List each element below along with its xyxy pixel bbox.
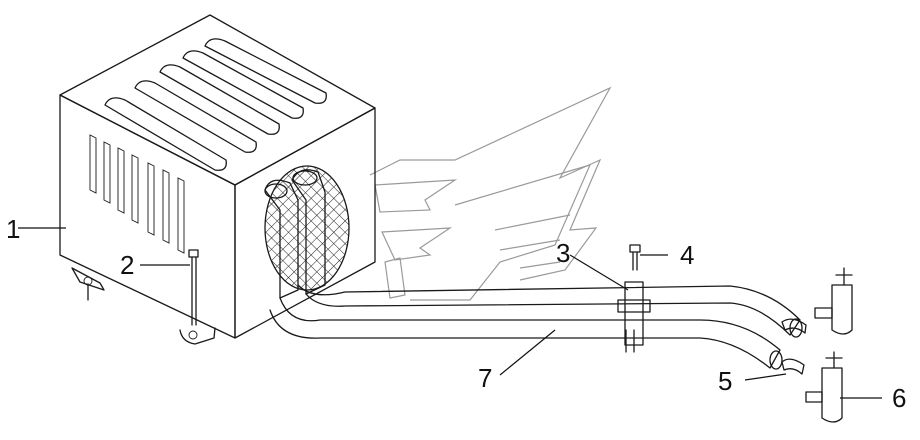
heater-box — [59, 14, 376, 345]
hose-clip — [781, 318, 807, 375]
hose-elbows — [264, 169, 326, 299]
callout-4: 4 — [680, 240, 694, 270]
callout-6: 6 — [892, 383, 906, 413]
callout-1: 1 — [6, 214, 20, 244]
callout-2: 2 — [120, 250, 134, 280]
callout-5: 5 — [718, 366, 732, 396]
water-valves — [805, 267, 853, 423]
watermark-logo — [369, 86, 612, 301]
leader-lines — [18, 227, 882, 399]
radiator-core — [264, 165, 350, 291]
heater-hoses — [269, 284, 803, 370]
screw — [188, 249, 199, 326]
callout-3: 3 — [556, 238, 570, 268]
callout-7: 7 — [478, 363, 492, 393]
hose-clamp — [617, 281, 651, 353]
bolt — [629, 244, 641, 271]
